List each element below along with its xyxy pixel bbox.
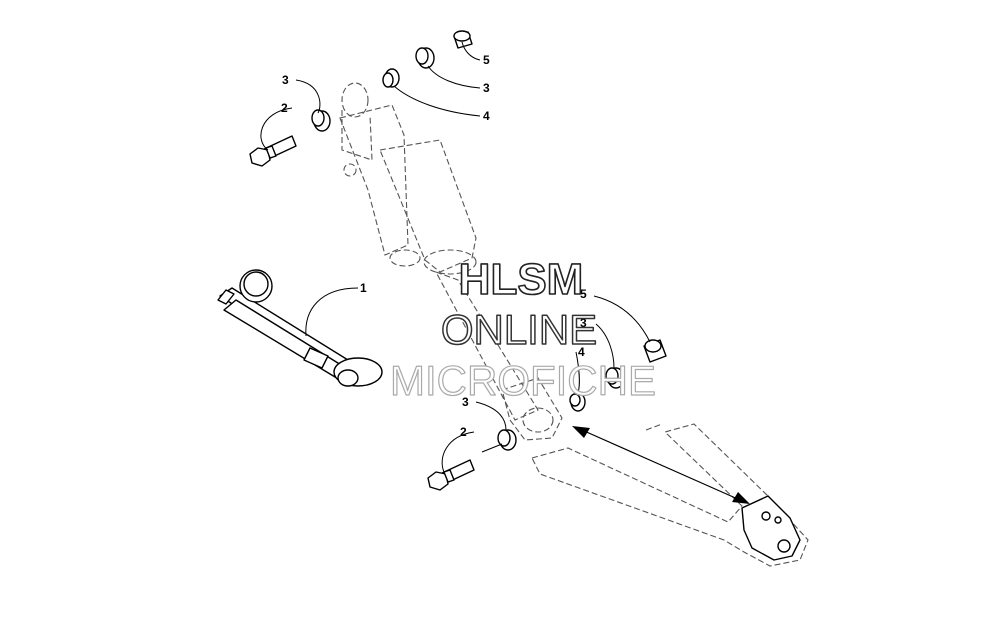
bottom-cap [643,339,667,363]
bottom-washer-left [497,429,517,451]
leader-lines [260,41,651,473]
watermark-line-2: ONLINE [441,306,597,353]
watermark: HLSM ONLINE MICROFICHE [389,254,656,404]
callout-top-bushing: 4 [483,109,490,123]
bottom-bushing [569,392,586,412]
callouts: 3 2 5 3 4 1 5 3 4 3 2 [281,53,587,439]
top-bushing [382,68,400,88]
callout-top-cap: 5 [483,53,490,67]
callout-gauge-tool: 1 [360,281,367,295]
callout-bottom-washer-left: 3 [462,395,469,409]
top-washer-left [311,109,331,132]
bottom-bolt [427,459,475,491]
callout-bottom-bushing: 4 [578,345,585,359]
a-arm [531,423,809,567]
watermark-line-3: MICROFICHE [390,357,656,404]
callout-bottom-cap: 5 [580,287,587,301]
top-bolt [249,135,297,167]
callout-bottom-washer-right: 3 [580,316,587,330]
length-arrow [572,426,750,504]
callout-top-washer-right: 3 [483,81,490,95]
shock-absorber [339,82,563,441]
callout-top-bolt: 2 [281,101,288,115]
top-washer-right [415,47,435,69]
top-cap [453,30,473,49]
callout-bottom-bolt: 2 [460,425,467,439]
gauge-tool [217,269,383,387]
bottom-washer-right [605,367,625,389]
watermark-line-1: HLSM [459,255,584,304]
callout-top-washer-left: 3 [282,73,289,87]
